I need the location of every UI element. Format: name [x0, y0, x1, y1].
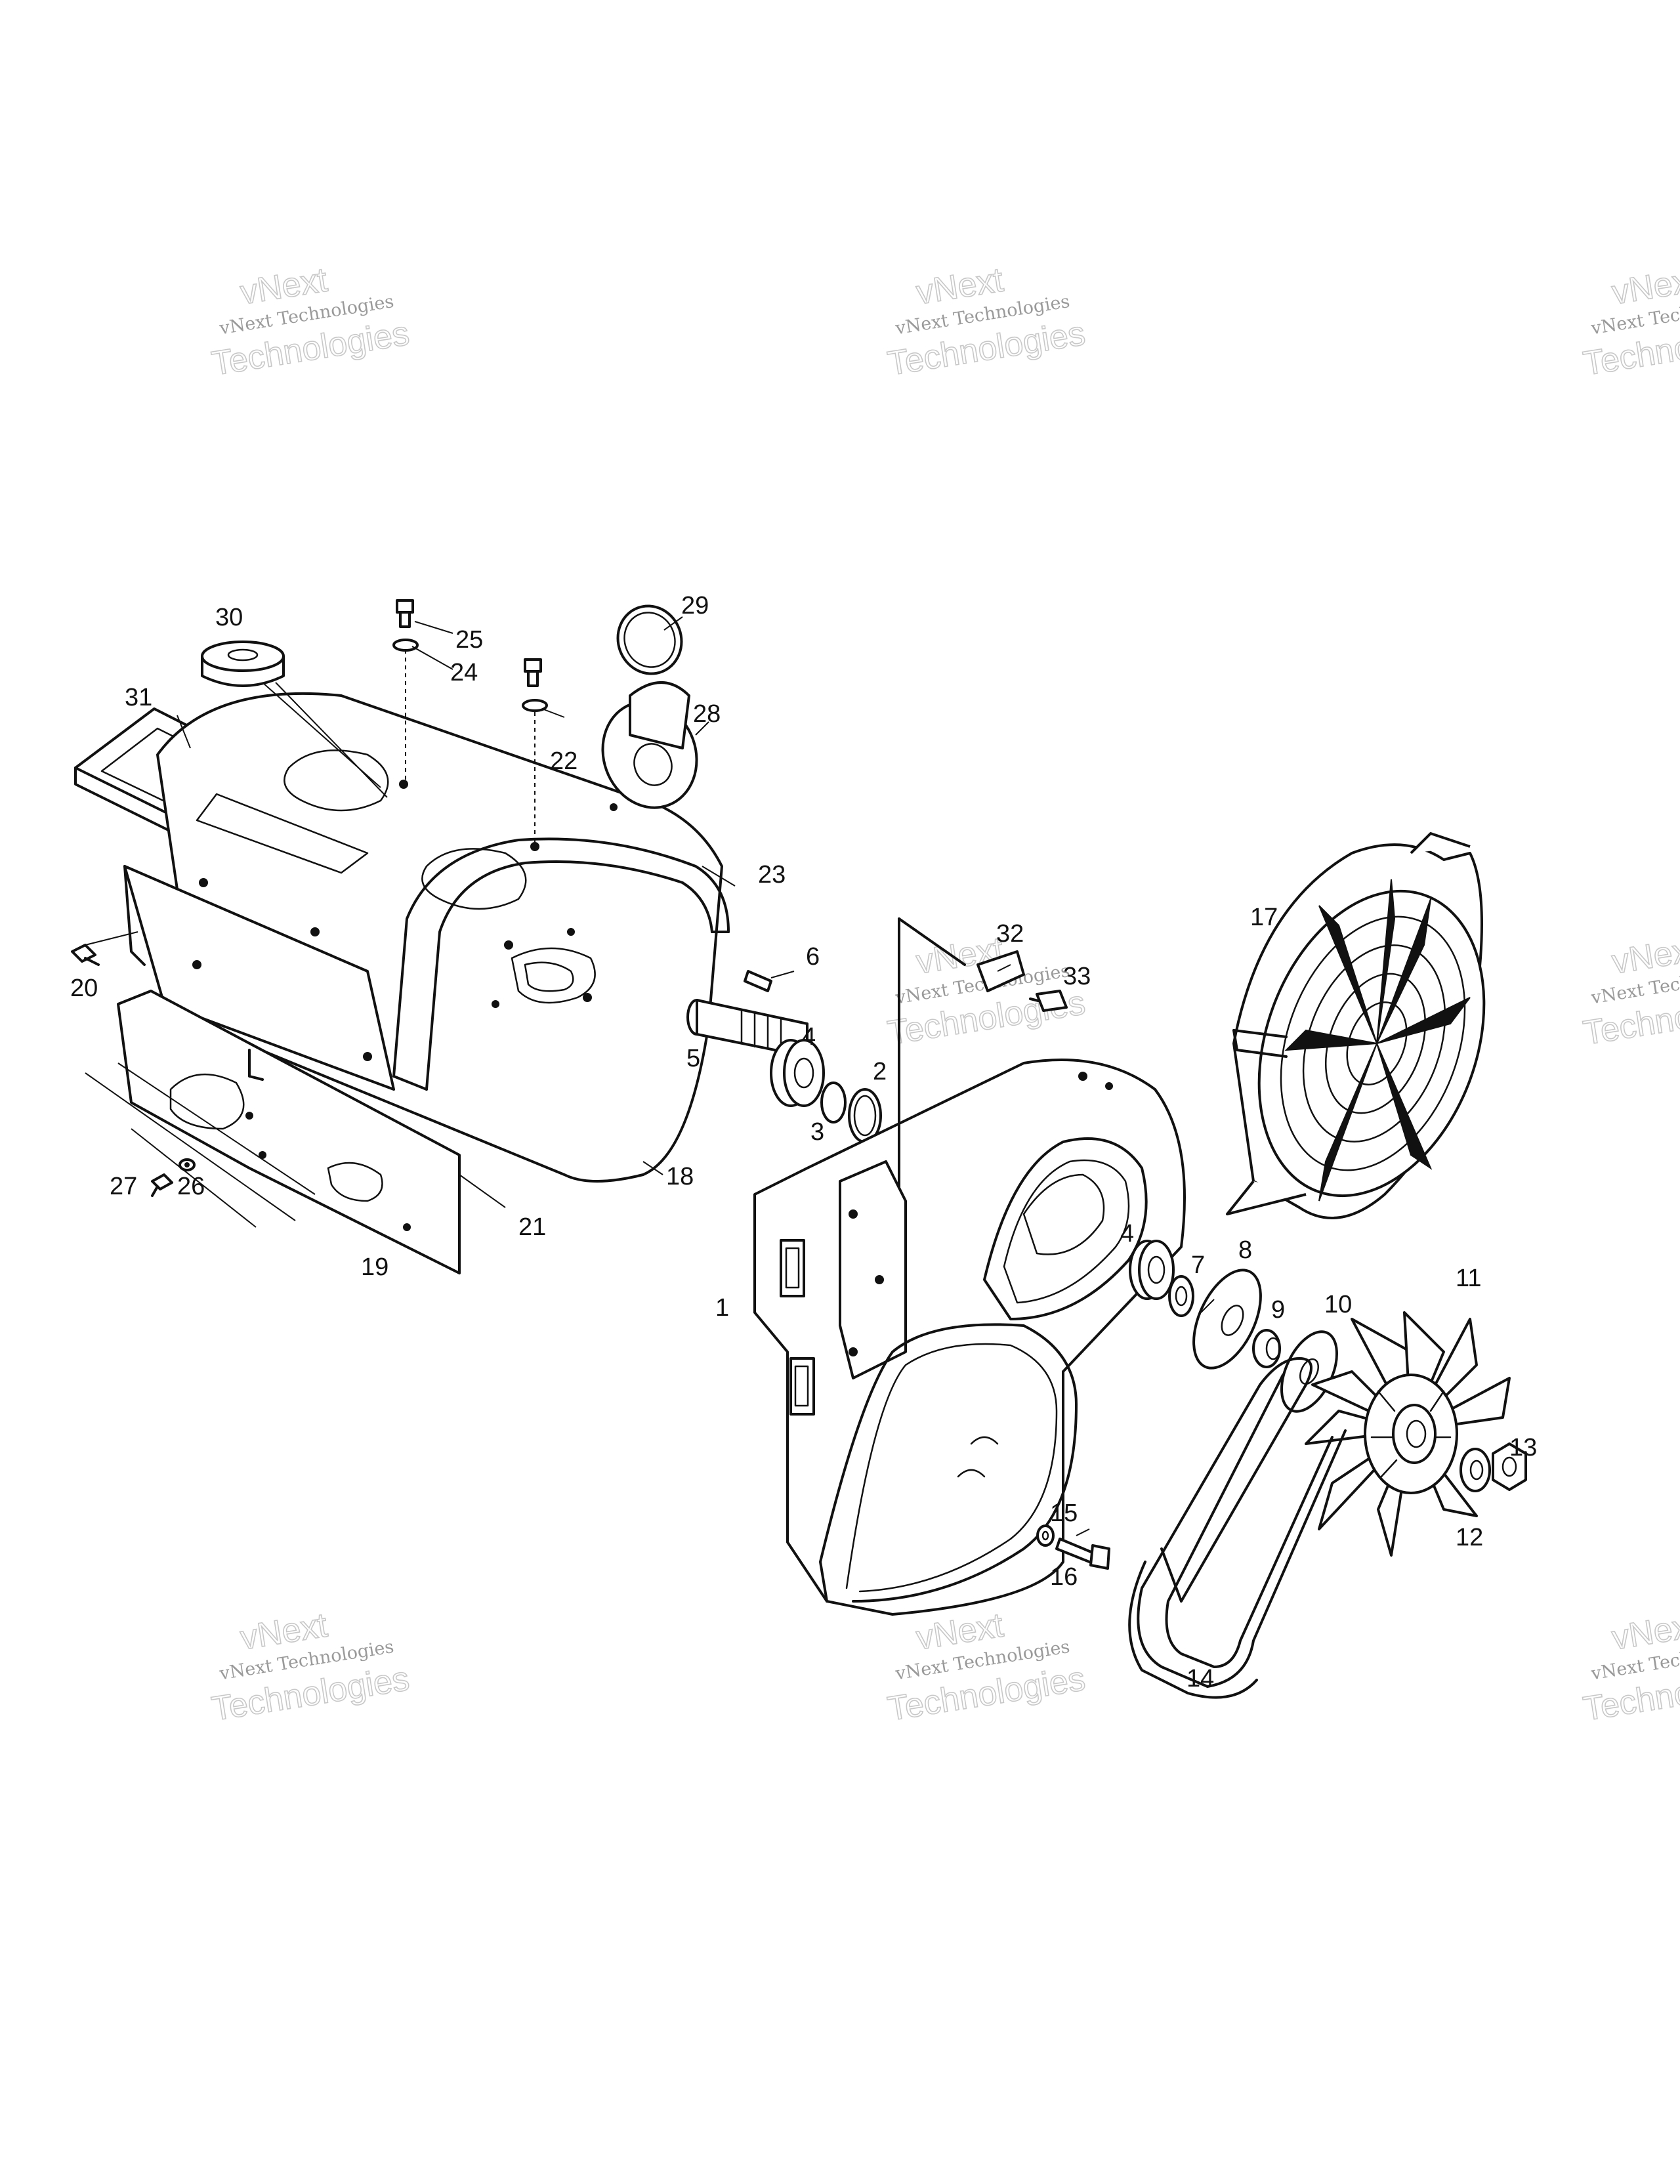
callout-16: 16 — [1050, 1563, 1078, 1591]
callout-32: 32 — [996, 920, 1024, 948]
part-25-bolt — [392, 599, 419, 652]
callout-22: 22 — [550, 747, 578, 775]
callout-2: 2 — [873, 1058, 887, 1085]
part-29-gasket — [616, 604, 683, 675]
part-9-collar — [1252, 1329, 1281, 1368]
callout-labels: 1 2 3 4 4 5 6 7 8 9 10 11 12 13 14 15 16… — [70, 592, 1537, 1692]
watermark-brand: vNext — [1609, 1606, 1680, 1657]
part-15-washer — [1036, 1524, 1055, 1547]
leader-lines — [85, 616, 1215, 1536]
part-32-bracket — [976, 950, 1025, 992]
callout-31: 31 — [125, 684, 152, 711]
callout-26: 26 — [177, 1173, 205, 1200]
part-13-nut — [1492, 1442, 1527, 1491]
part-27-screw — [151, 1173, 173, 1197]
callout-24: 24 — [450, 659, 478, 686]
part-4-bearing-upper — [770, 1039, 825, 1107]
callout-23: 23 — [758, 861, 786, 889]
callout-3: 3 — [810, 1118, 824, 1146]
callout-18: 18 — [666, 1163, 694, 1190]
part-3-ring — [820, 1082, 847, 1124]
callout-20: 20 — [70, 975, 98, 1002]
callout-4-lower: 4 — [1120, 1220, 1134, 1248]
part-17-guard — [1226, 832, 1486, 1219]
part-1-housing — [753, 917, 1186, 1616]
part-19-base — [117, 990, 461, 1274]
callout-13: 13 — [1509, 1434, 1537, 1461]
callout-19: 19 — [361, 1253, 388, 1281]
watermark-brand: vNext — [1609, 261, 1680, 312]
callout-12: 12 — [1456, 1524, 1483, 1551]
callout-10: 10 — [1324, 1291, 1352, 1318]
part-10-washer — [1280, 1330, 1338, 1413]
part-20-screw — [71, 944, 100, 966]
callout-4-upper: 4 — [802, 1023, 816, 1051]
part-28-elbow — [601, 681, 698, 809]
part-30-grommet — [201, 640, 285, 687]
watermark-brand: vNext — [1609, 930, 1680, 981]
callout-33: 33 — [1063, 963, 1091, 990]
callout-11: 11 — [1456, 1265, 1481, 1292]
part-11-fan — [1305, 1311, 1511, 1557]
callout-1: 1 — [715, 1294, 729, 1322]
callout-7: 7 — [1191, 1251, 1205, 1279]
part-33-bolt — [1029, 990, 1068, 1012]
callout-8: 8 — [1238, 1236, 1252, 1264]
part-26-washer — [178, 1158, 196, 1171]
callout-28: 28 — [693, 700, 721, 728]
callout-6: 6 — [806, 943, 820, 971]
callout-25: 25 — [455, 626, 483, 654]
part-8-disc — [1192, 1269, 1262, 1370]
callout-17: 17 — [1250, 904, 1278, 931]
callout-29: 29 — [681, 592, 709, 620]
part-24-bolt — [522, 658, 548, 712]
part-6-pin — [744, 970, 772, 992]
part-14-belt — [1128, 1357, 1347, 1699]
callout-9: 9 — [1271, 1296, 1285, 1324]
callout-5: 5 — [686, 1045, 700, 1072]
callout-30: 30 — [215, 604, 243, 631]
part-4-bearing-lower — [1129, 1240, 1175, 1300]
callout-21: 21 — [518, 1213, 546, 1241]
part-12-washer — [1460, 1448, 1491, 1492]
part-7-spacer — [1168, 1275, 1194, 1317]
callout-14: 14 — [1186, 1665, 1214, 1692]
part-23-strip — [392, 837, 730, 1091]
part-16-bolt — [1055, 1538, 1110, 1570]
callout-15: 15 — [1050, 1500, 1078, 1527]
callout-27: 27 — [110, 1173, 137, 1200]
part-21-side-panel — [123, 865, 395, 1091]
